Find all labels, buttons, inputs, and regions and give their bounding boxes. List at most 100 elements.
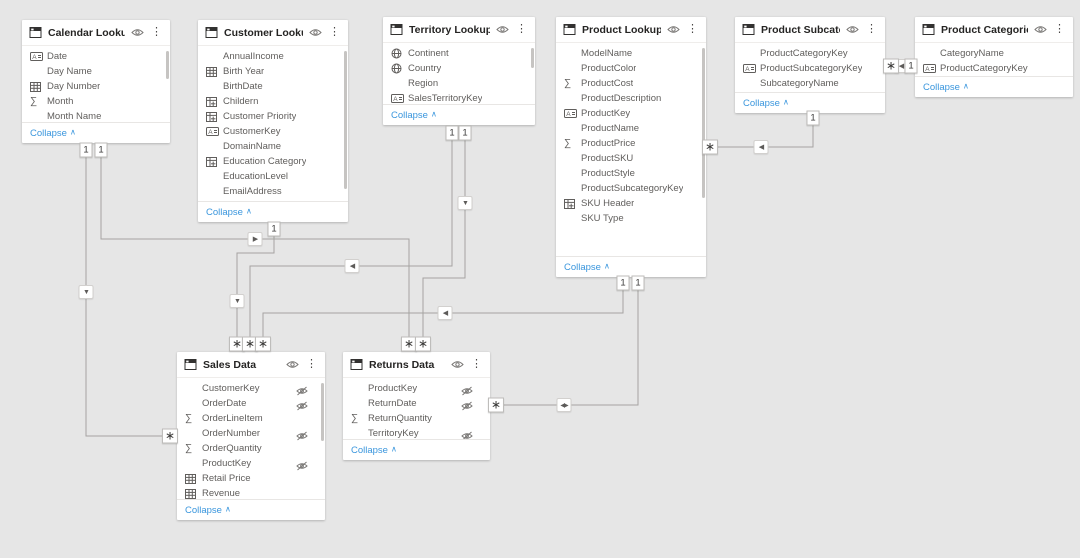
globe-icon bbox=[391, 48, 408, 59]
more-options-icon[interactable]: ⋮ bbox=[329, 26, 340, 38]
visibility-eye-icon[interactable] bbox=[309, 28, 322, 37]
collapse-link[interactable]: Collapse∧ bbox=[556, 256, 706, 277]
more-options-icon[interactable]: ⋮ bbox=[471, 358, 482, 370]
field-row[interactable]: ∑OrderLineItem bbox=[177, 411, 325, 426]
more-options-icon[interactable]: ⋮ bbox=[306, 358, 317, 370]
field-row[interactable]: BirthDate bbox=[198, 79, 348, 94]
field-row[interactable]: AnnualIncome bbox=[198, 49, 348, 64]
table-card-product-categories-lookup[interactable]: Product Categories L...⋮CategoryNameAPro… bbox=[915, 17, 1073, 97]
field-row[interactable]: Childern bbox=[198, 94, 348, 109]
field-row[interactable]: CategoryName bbox=[915, 46, 1073, 61]
collapse-link[interactable]: Collapse∧ bbox=[22, 122, 170, 143]
relationship-arrow-both-icon: ◀▶ bbox=[556, 398, 572, 412]
sum-icon: ∑ bbox=[185, 442, 193, 454]
field-row[interactable]: ProductColor bbox=[556, 61, 706, 76]
field-row[interactable]: ∑ReturnQuantity bbox=[343, 411, 490, 426]
field-row[interactable]: ProductSubcategoryKey bbox=[556, 181, 706, 196]
scrollbar[interactable] bbox=[166, 51, 169, 79]
scrollbar[interactable] bbox=[702, 48, 705, 198]
field-row[interactable]: SubcategoryName bbox=[735, 76, 885, 91]
visibility-eye-icon[interactable] bbox=[496, 25, 509, 34]
collapse-link[interactable]: Collapse∧ bbox=[383, 104, 535, 125]
field-row[interactable]: TerritoryKey bbox=[343, 426, 490, 439]
visibility-eye-icon[interactable] bbox=[1034, 25, 1047, 34]
field-row[interactable]: ∑ProductCost bbox=[556, 76, 706, 91]
visibility-eye-icon[interactable] bbox=[131, 28, 144, 37]
grouped-column-icon bbox=[206, 96, 223, 107]
field-row[interactable]: OrderNumber bbox=[177, 426, 325, 441]
collapse-link[interactable]: Collapse∧ bbox=[177, 499, 325, 520]
collapse-link[interactable]: Collapse∧ bbox=[915, 76, 1073, 97]
field-row[interactable]: ProductDescription bbox=[556, 91, 706, 106]
field-row[interactable]: ProductStyle bbox=[556, 166, 706, 181]
field-row[interactable]: SKU Type bbox=[556, 211, 706, 226]
visibility-eye-icon[interactable] bbox=[451, 360, 464, 369]
scrollbar[interactable] bbox=[321, 383, 324, 441]
field-row[interactable]: Month Name bbox=[22, 109, 170, 122]
field-row[interactable]: Day Number bbox=[22, 79, 170, 94]
visibility-eye-icon[interactable] bbox=[846, 25, 859, 34]
field-row[interactable]: ModelName bbox=[556, 46, 706, 61]
field-row[interactable]: DomainName bbox=[198, 139, 348, 154]
collapse-link[interactable]: Collapse∧ bbox=[198, 201, 348, 222]
field-row[interactable]: ProductCategoryKey bbox=[735, 46, 885, 61]
field-row[interactable]: Revenue bbox=[177, 486, 325, 499]
more-options-icon[interactable]: ⋮ bbox=[866, 23, 877, 35]
collapse-link[interactable]: Collapse∧ bbox=[343, 439, 490, 460]
field-row[interactable]: Birth Year bbox=[198, 64, 348, 79]
field-row[interactable]: ∑ProductPrice bbox=[556, 136, 706, 151]
field-row[interactable]: Education Category bbox=[198, 154, 348, 169]
relationship-arrow-left-icon: ◀ bbox=[437, 306, 453, 320]
field-row[interactable]: Retail Price bbox=[177, 471, 325, 486]
field-row[interactable]: ∑Month bbox=[22, 94, 170, 109]
field-row[interactable]: SKU Header bbox=[556, 196, 706, 211]
visibility-eye-icon[interactable] bbox=[667, 25, 680, 34]
cardinality-label: 1 bbox=[267, 221, 281, 237]
collapse-link[interactable]: Collapse∧ bbox=[735, 92, 885, 113]
field-name: ProductName bbox=[581, 123, 640, 134]
field-row[interactable]: ProductSKU bbox=[556, 151, 706, 166]
field-row[interactable]: Continent bbox=[383, 46, 535, 61]
field-row[interactable]: OrderDate bbox=[177, 396, 325, 411]
table-card-product-subcategories-lookup[interactable]: Product Subcategorie...⋮ProductCategoryK… bbox=[735, 17, 885, 113]
field-row[interactable]: Country bbox=[383, 61, 535, 76]
field-row[interactable]: Region bbox=[383, 76, 535, 91]
visibility-eye-icon[interactable] bbox=[286, 360, 299, 369]
field-name: AnnualIncome bbox=[223, 51, 284, 62]
field-row[interactable]: ProductKey bbox=[177, 456, 325, 471]
relationship-line-product-to-returns[interactable] bbox=[494, 283, 639, 406]
scrollbar[interactable] bbox=[531, 48, 534, 68]
field-name: ModelName bbox=[581, 48, 633, 59]
more-options-icon[interactable]: ⋮ bbox=[151, 26, 162, 38]
relationship-line-subcategories-to-product[interactable] bbox=[708, 118, 814, 148]
field-row[interactable]: CustomerKey bbox=[177, 381, 325, 396]
field-row[interactable]: ProductName bbox=[556, 121, 706, 136]
field-name: SKU Type bbox=[581, 213, 624, 224]
field-row[interactable]: EducationLevel bbox=[198, 169, 348, 184]
field-row[interactable]: Customer Priority bbox=[198, 109, 348, 124]
field-row[interactable]: ∑OrderQuantity bbox=[177, 441, 325, 456]
field-row[interactable]: ReturnDate bbox=[343, 396, 490, 411]
cardinality-label: ∗ bbox=[414, 336, 432, 352]
field-row[interactable]: ProductKey bbox=[343, 381, 490, 396]
more-options-icon[interactable]: ⋮ bbox=[687, 23, 698, 35]
scrollbar[interactable] bbox=[344, 51, 347, 189]
field-row[interactable]: EmailAddress bbox=[198, 184, 348, 199]
field-row[interactable]: Day Name bbox=[22, 64, 170, 79]
more-options-icon[interactable]: ⋮ bbox=[516, 23, 527, 35]
more-options-icon[interactable]: ⋮ bbox=[1054, 23, 1065, 35]
relationship-line-calendar-to-sales[interactable] bbox=[85, 150, 166, 437]
